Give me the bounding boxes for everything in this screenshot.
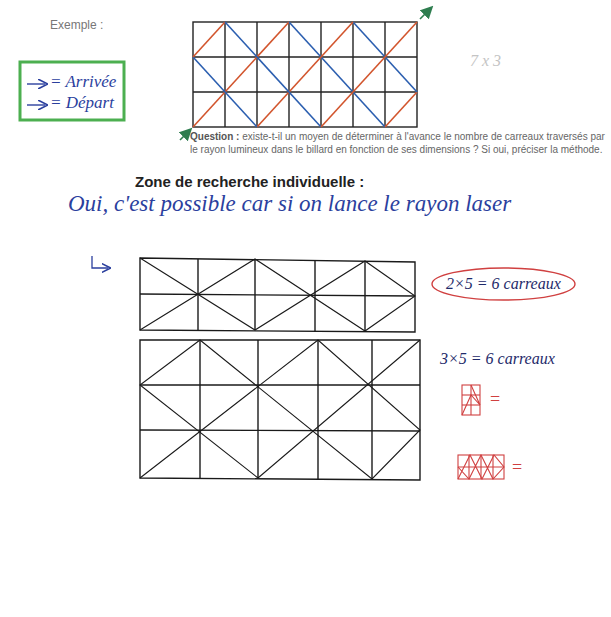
sketch-grid [140,258,415,332]
sketch-grid [140,340,420,480]
question-text: existe-t-il un moyen de déterminer à l'a… [190,131,605,155]
equals-sign: = [490,389,500,410]
handwritten-answer: Oui, c'est possible car si on lance le r… [68,188,593,220]
red-sketch [458,385,504,479]
question-label: Question : [190,131,239,142]
handwritten-result: 2×5 = 6 carreaux [446,275,561,293]
example-heading: Exemple : [50,18,103,32]
question-paragraph: Question : existe-t-il un moyen de déter… [190,131,605,156]
legend-text: = Arrivée [50,72,116,92]
end-arrow [420,8,431,19]
billiard-grid [193,22,417,127]
laser-path [193,22,417,127]
sketch-path [140,340,420,479]
start-arrow [180,130,190,140]
faint-note: 7 x 3 [470,52,501,70]
hook-arrow [92,256,108,268]
sketch-path [140,258,415,331]
legend-arrow [27,104,45,105]
handwritten-result: 3×5 = 6 carreaux [440,350,555,368]
legend-frame [20,62,124,120]
equals-sign: = [512,457,522,478]
circled-result: 2×5 = 6 carreaux [430,266,577,302]
legend-arrow [27,83,45,84]
section-heading: Zone de recherche individuelle : [135,173,364,190]
legend-text: = Départ [50,93,114,113]
